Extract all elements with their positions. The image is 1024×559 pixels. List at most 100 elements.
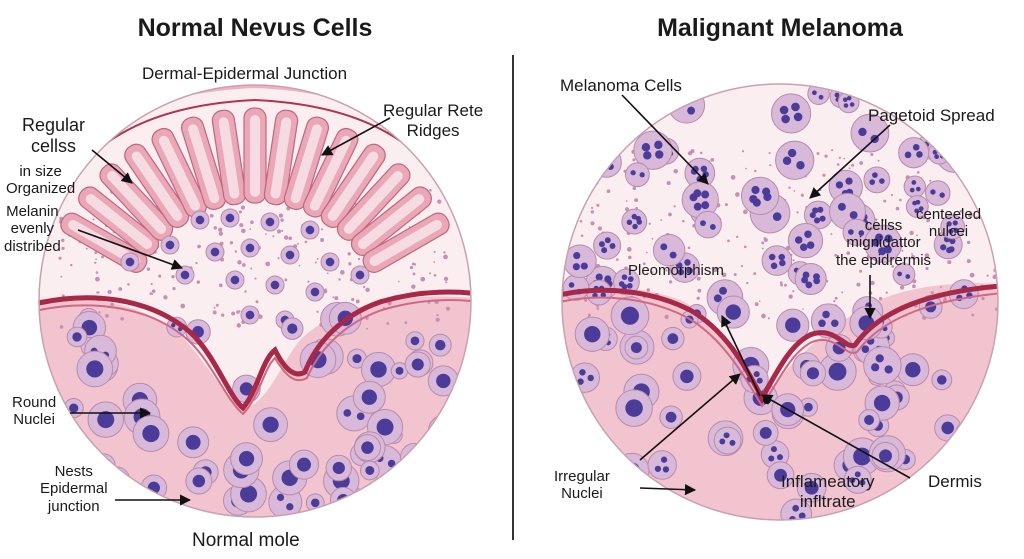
granule (966, 240, 971, 245)
granule (916, 234, 918, 237)
granule (930, 291, 934, 295)
granule (265, 261, 271, 267)
granule (876, 262, 880, 265)
granule (347, 252, 351, 256)
junction-label: Dermal-Epidermal Junction (142, 64, 348, 83)
atypical-cell-nucleus (562, 425, 567, 431)
granule (753, 272, 757, 276)
atypical-cell-nucleus (756, 377, 763, 384)
atypical-cell-nucleus (972, 452, 985, 466)
atypical-cell-nucleus (576, 421, 586, 431)
granule (215, 303, 219, 307)
granule (105, 313, 109, 318)
melanoma-cell-nucleus (768, 253, 776, 261)
granule (632, 186, 637, 191)
granule (163, 295, 168, 300)
ridge-core (85, 194, 153, 249)
melanoma-cell-nucleus (905, 274, 911, 279)
melanoma-cell-nucleus (916, 151, 923, 158)
nevus-cell-nucleus (225, 213, 235, 223)
atypical-cell-nucleus (660, 456, 668, 463)
atypical-cell-nucleus (854, 471, 861, 478)
granule (250, 220, 254, 224)
granule (284, 278, 288, 282)
melanoma-cell-nucleus (598, 241, 605, 248)
dermal-cell-nucleus (332, 461, 345, 475)
granule (802, 308, 804, 310)
melanoma-cell-nucleus (643, 151, 652, 160)
granule (443, 254, 448, 260)
granule (959, 209, 963, 213)
granule (96, 291, 100, 294)
melanoma-cell-nucleus (914, 208, 920, 214)
granule (761, 241, 765, 245)
rete-ridge (78, 186, 160, 256)
ridge-core (270, 117, 292, 199)
granule (107, 289, 112, 295)
melanoma-cell-nucleus (981, 159, 989, 166)
melanoma-cell-nucleus (948, 228, 954, 234)
ridge-core (218, 117, 240, 199)
granule (596, 307, 600, 310)
nevus-cell-nucleus (265, 217, 275, 227)
granule (151, 289, 156, 293)
atypical-cell-nucleus (768, 455, 775, 462)
granule (326, 272, 329, 275)
melanoma-cell-nucleus (692, 165, 699, 173)
melanoma-cell-nucleus (604, 237, 611, 244)
melanoma-cell-nucleus (575, 124, 582, 131)
granule (196, 280, 201, 284)
granule (754, 169, 757, 173)
melanoma-cell-nucleus (794, 236, 803, 244)
granule (910, 240, 913, 243)
melanoma-cell-nucleus (781, 114, 790, 124)
atypical-cell-nucleus (723, 432, 730, 439)
granule (70, 263, 73, 267)
atypical-cell-nucleus (884, 365, 893, 374)
granule (843, 157, 846, 160)
granule (699, 151, 703, 155)
melanoma-cell-body (625, 162, 650, 188)
atypical-cell-body (810, 303, 846, 339)
atypical-cell-nucleus (618, 493, 633, 508)
granule (593, 153, 599, 159)
melanin-line2: evenly (10, 220, 55, 238)
melanoma-cell-nucleus (572, 263, 580, 271)
left-panel-title: Normal Nevus Cells (137, 14, 373, 42)
dermal-cell-nucleus (431, 461, 444, 474)
nevus-cell-nucleus (245, 310, 255, 320)
granule (634, 198, 639, 203)
atypical-cell-nucleus (871, 363, 880, 372)
atypical-cell-nucleus (859, 479, 866, 486)
rete-ridge (283, 116, 330, 210)
granule (386, 322, 390, 325)
ridge-core (309, 135, 352, 211)
granule (307, 280, 310, 283)
granule (687, 246, 691, 250)
granule (991, 234, 996, 239)
granule (916, 171, 920, 174)
granule (146, 267, 151, 271)
atypical-cell-nucleus (582, 441, 589, 448)
granule (900, 285, 905, 290)
granule (127, 283, 130, 286)
ridge-core (357, 194, 425, 249)
granule (411, 284, 416, 289)
granule (911, 253, 914, 255)
granule (149, 292, 153, 295)
melanoma-cell-body (892, 263, 916, 286)
melanoma-cell-body (621, 208, 648, 235)
melanoma-cell-body (613, 268, 640, 296)
atypical-cell-nucleus (974, 431, 982, 439)
granule (249, 228, 252, 231)
granule (60, 238, 65, 243)
dermal-cell-nucleus (407, 450, 422, 465)
granule (780, 283, 783, 287)
melanoma-cell-nucleus (949, 237, 956, 245)
granule (792, 290, 795, 293)
atypical-cell-nucleus (785, 317, 801, 333)
melanoma-cell-nucleus (934, 154, 940, 160)
melanoma-cell-nucleus (645, 102, 652, 110)
atypical-cell-body (713, 426, 742, 455)
granule (197, 244, 201, 249)
